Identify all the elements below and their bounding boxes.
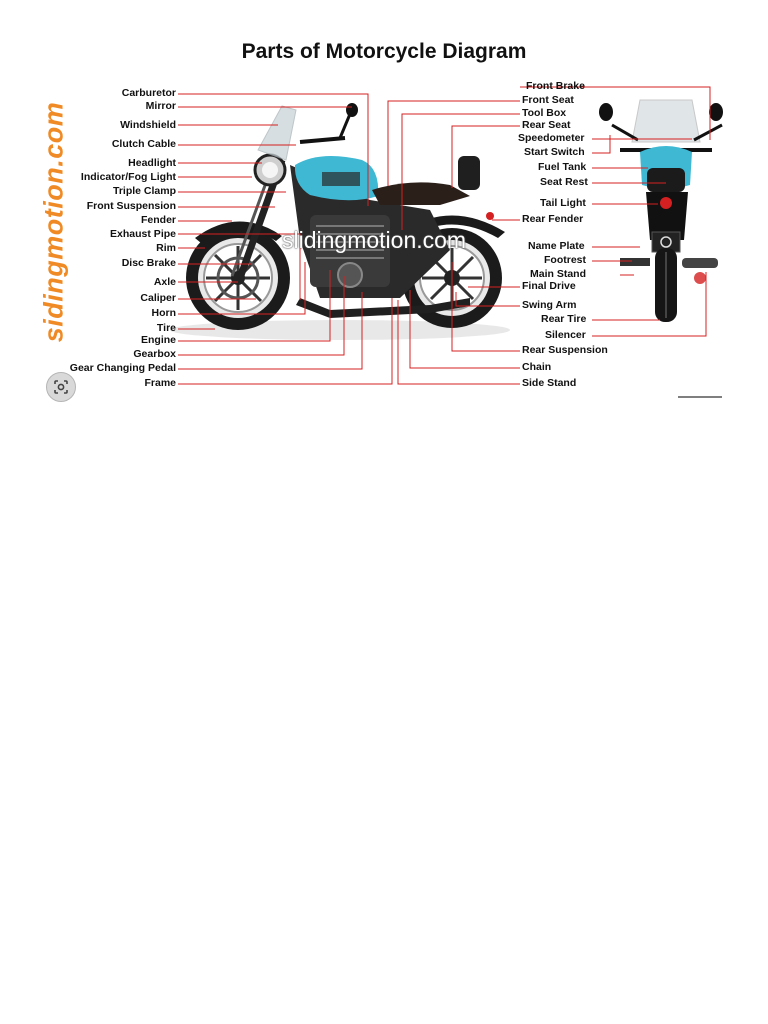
label-axle: Axle [153,276,176,288]
label-seat-rest: Seat Rest [540,176,588,188]
camera-search-icon [54,380,68,394]
label-tire: Tire [156,322,176,334]
label-rear-fender: Rear Fender [522,213,584,225]
watermark-center: slidingmotion.com [282,227,467,253]
label-rear-suspension: Rear Suspension [522,344,608,356]
label-tail-light: Tail Light [540,197,586,209]
label-frame: Frame [144,377,176,389]
label-headlight: Headlight [128,157,176,169]
label-disc-brake: Disc Brake [121,257,176,269]
label-footrest: Footrest [544,254,586,266]
label-triple-clamp: Triple Clamp [112,185,176,197]
label-mirror: Mirror [145,100,176,112]
front-wheel [186,226,290,330]
label-gearbox: Gearbox [133,348,176,360]
label-start-switch: Start Switch [524,146,585,158]
label-name-plate: Name Plate [528,240,585,252]
label-rear-seat: Rear Seat [522,119,571,131]
label-main-stand: Main Stand [530,268,587,280]
label-gear-changing-pedal: Gear Changing Pedal [69,362,176,374]
rear-view-motorcycle [599,99,723,322]
google-lens-icon[interactable] [46,372,76,402]
label-side-stand: Side Stand [522,377,577,389]
label-front-brake: Front Brake [526,80,585,92]
label-fuel-tank: Fuel Tank [538,161,587,173]
label-indicator-fog-light: Indicator/Fog Light [80,171,176,183]
label-engine: Engine [140,334,176,346]
right-leader-lines [387,86,711,385]
label-windshield: Windshield [120,119,176,131]
label-caliper: Caliper [140,292,176,304]
label-horn: Horn [151,307,177,319]
left-leader-lines [178,93,393,385]
label-front-suspension: Front Suspension [86,200,176,212]
label-chain: Chain [522,361,552,373]
label-clutch-cable: Clutch Cable [111,138,176,150]
label-fender: Fender [140,214,176,226]
label-final-drive: Final Drive [522,280,576,292]
label-exhaust-pipe: Exhaust Pipe [110,228,176,240]
label-carburetor: Carburetor [121,87,176,99]
label-silencer: Silencer [545,329,586,341]
label-rear-tire: Rear Tire [541,313,587,325]
label-swing-arm: Swing Arm [522,299,577,311]
motorcycle-diagram: Parts of Motorcycle Diagram sidingmotion… [0,0,768,410]
diagram-title: Parts of Motorcycle Diagram [241,40,527,63]
label-rim: Rim [156,242,176,254]
label-tool-box: Tool Box [522,107,567,119]
label-front-seat: Front Seat [522,94,574,106]
label-speedometer: Speedometer [518,132,585,144]
motorcycle-illustrations [170,86,723,398]
